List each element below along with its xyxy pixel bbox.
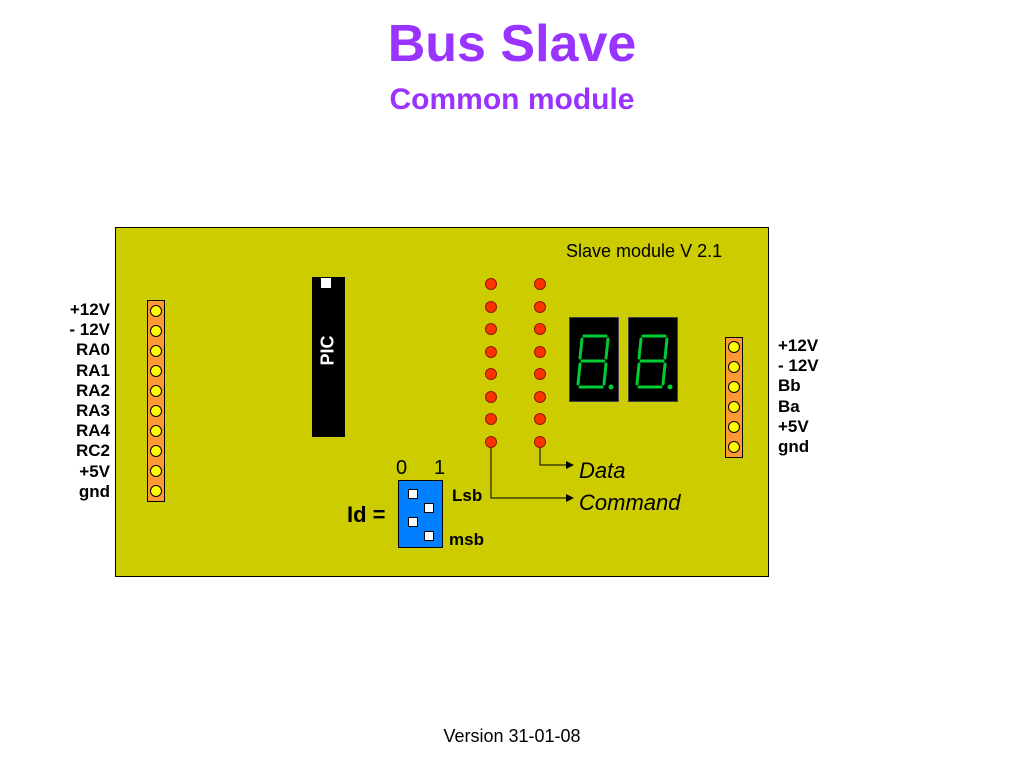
led-icon (534, 301, 546, 313)
dip-switch-bit-0[interactable] (408, 489, 418, 499)
pic-chip (312, 277, 345, 437)
led-icon (485, 391, 497, 403)
right-pin-header (725, 337, 743, 458)
data-label: Data (579, 458, 626, 483)
left-pin-header (147, 300, 165, 502)
left-pin-label: RA4 (75, 421, 110, 441)
led-icon (534, 368, 546, 380)
dip-switch-bit-1[interactable] (424, 503, 434, 513)
led-icon (485, 278, 497, 290)
right-pin-label: Ba (778, 396, 800, 416)
led-icon (534, 278, 546, 290)
led-icon (485, 301, 497, 313)
right-pin-label: Bb (778, 376, 801, 396)
left-pin-label: RA1 (75, 360, 110, 380)
led-icon (534, 391, 546, 403)
left-pin-label: RA2 (75, 380, 110, 400)
pin-icon (728, 361, 740, 373)
led-icon (534, 346, 546, 358)
chip-pin1-marker (320, 277, 332, 289)
left-pin-label: RA3 (75, 401, 110, 421)
left-pin-label: +5V (79, 461, 110, 481)
pin-icon (728, 401, 740, 413)
led-icon (534, 323, 546, 335)
pin-icon (150, 385, 162, 397)
pin-icon (150, 465, 162, 477)
led-icon (485, 413, 497, 425)
left-pin-label: +12V (69, 300, 110, 319)
pin-icon (150, 325, 162, 337)
led-icon (534, 436, 546, 448)
command-label: Command (579, 490, 681, 515)
pin-icon (728, 381, 740, 393)
led-icon (485, 436, 497, 448)
right-pin-label: +5V (778, 416, 809, 436)
seven-segment-display-left (569, 317, 619, 402)
led-icon (485, 323, 497, 335)
right-pin-labels: +12V - 12V Bb Ba +5V gnd (778, 336, 819, 457)
led-icon (534, 413, 546, 425)
pin-icon (150, 425, 162, 437)
dip-switch-bit-3[interactable] (424, 531, 434, 541)
dip-column-0-label: 0 (396, 457, 408, 479)
page-title: Bus Slave (387, 15, 637, 73)
board-version-label: Slave module V 2.1 (566, 241, 723, 261)
pin-icon (150, 365, 162, 377)
dip-column-1-label: 1 (434, 457, 446, 479)
pin-icon (728, 441, 740, 453)
pin-icon (150, 405, 162, 417)
left-pin-label: - 12V (69, 320, 110, 340)
led-icon (485, 346, 497, 358)
left-pin-label: RC2 (75, 441, 110, 461)
led-icon (485, 368, 497, 380)
right-pin-label: +12V (778, 336, 819, 355)
msb-label: msb (449, 530, 484, 549)
left-pin-labels: +12V - 12V RA0 RA1 RA2 RA3 RA4 RC2 +5V g… (69, 300, 110, 502)
right-pin-label: gnd (778, 437, 810, 457)
command-arrow-line (490, 448, 566, 499)
pin-icon (150, 485, 162, 497)
lsb-label: Lsb (452, 486, 483, 505)
seven-segment-icon (635, 334, 673, 390)
left-pin-label: RA0 (75, 340, 110, 360)
dip-switch-bit-2[interactable] (408, 517, 418, 527)
page-subtitle: Common module (389, 83, 635, 116)
right-pin-label: - 12V (778, 356, 819, 376)
version-footer: Version 31-01-08 (443, 726, 581, 746)
left-pin-label: gnd (78, 481, 110, 501)
pin-icon (150, 345, 162, 357)
seven-segment-display-right (628, 317, 678, 402)
seven-segment-icon (576, 334, 614, 390)
arrow-head-icon (566, 494, 574, 502)
id-dip-switch[interactable] (398, 480, 443, 548)
pin-icon (150, 305, 162, 317)
pin-icon (150, 445, 162, 457)
arrow-head-icon (566, 461, 574, 469)
pin-icon (728, 421, 740, 433)
id-label: Id = (347, 502, 386, 527)
pin-icon (728, 341, 740, 353)
data-arrow-line (539, 448, 566, 466)
